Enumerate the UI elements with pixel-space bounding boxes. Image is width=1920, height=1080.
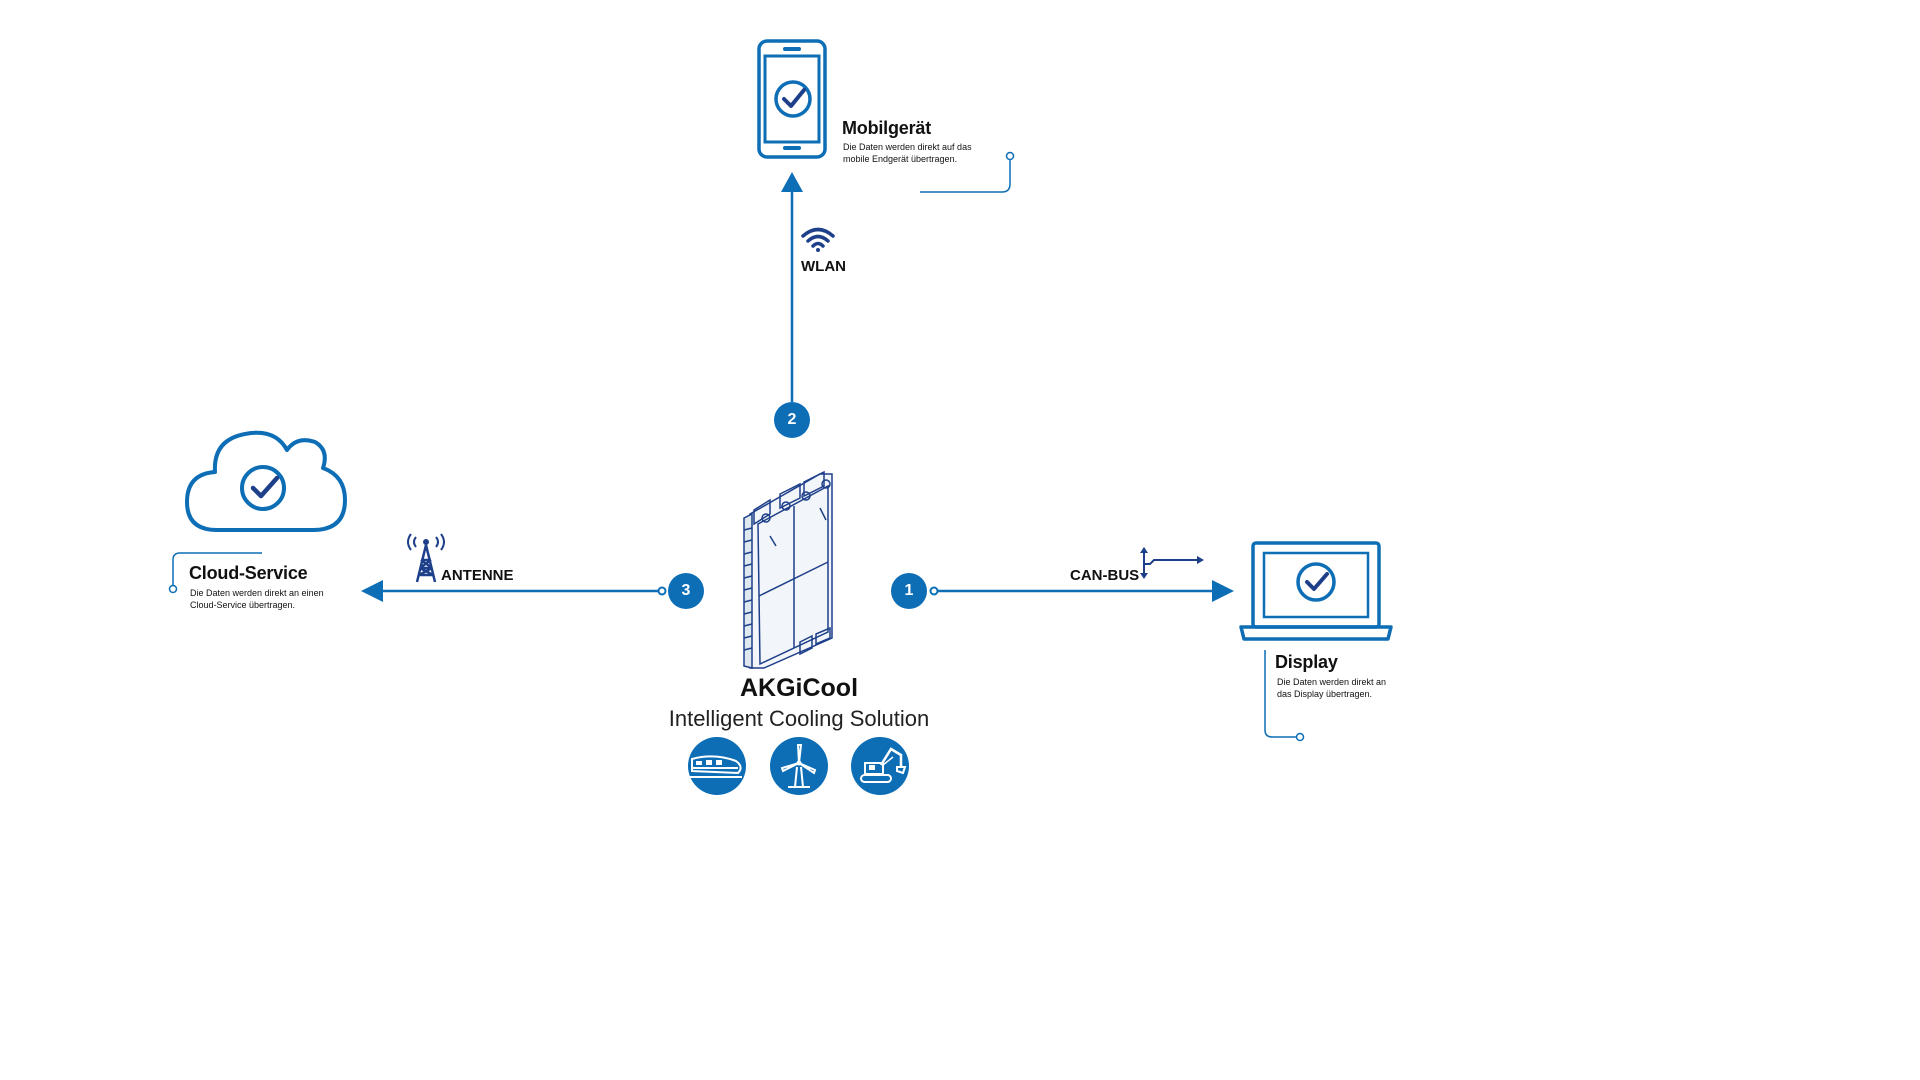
antenna-tower-icon bbox=[403, 530, 449, 589]
cloud-description: Die Daten werden direkt an einen Cloud-S… bbox=[190, 588, 324, 610]
display-description: Die Daten werden direkt an das Display ü… bbox=[1277, 677, 1387, 699]
mobile-callout-line bbox=[920, 151, 1015, 193]
canbus-label: CAN-BUS bbox=[1070, 567, 1140, 584]
mobile-title: Mobilgerät bbox=[842, 118, 932, 138]
display-callout-line bbox=[1264, 650, 1305, 742]
antenne-arrowhead bbox=[361, 580, 383, 602]
wlan-label: WLAN bbox=[801, 258, 846, 275]
cloud-callout-line bbox=[168, 552, 262, 594]
mobile-description: Die Daten werden direkt auf das mobile E… bbox=[843, 142, 972, 164]
badge-3: 3 bbox=[668, 573, 704, 609]
antenne-label: ANTENNE bbox=[441, 567, 514, 584]
product-name: AKGiCool bbox=[739, 674, 859, 702]
wind-turbine-icon bbox=[770, 737, 828, 795]
canbus-arrowhead bbox=[1212, 580, 1234, 602]
wlan-arrowhead bbox=[781, 172, 803, 192]
connector-layer bbox=[168, 151, 1305, 742]
cloud-icon bbox=[183, 418, 349, 539]
badge-2: 2 bbox=[774, 402, 810, 438]
can-bus-icon bbox=[1132, 546, 1208, 587]
laptop-icon bbox=[1238, 540, 1394, 649]
smartphone-icon bbox=[756, 38, 830, 165]
train-icon bbox=[688, 737, 746, 795]
excavator-icon bbox=[851, 737, 909, 795]
display-title: Display bbox=[1275, 652, 1338, 672]
cooler-product-illustration bbox=[740, 470, 848, 675]
product-subtitle: Intelligent Cooling Solution bbox=[668, 706, 930, 731]
wifi-icon bbox=[801, 226, 835, 257]
cloud-title: Cloud-Service bbox=[189, 563, 308, 583]
badge-1: 1 bbox=[891, 573, 927, 609]
